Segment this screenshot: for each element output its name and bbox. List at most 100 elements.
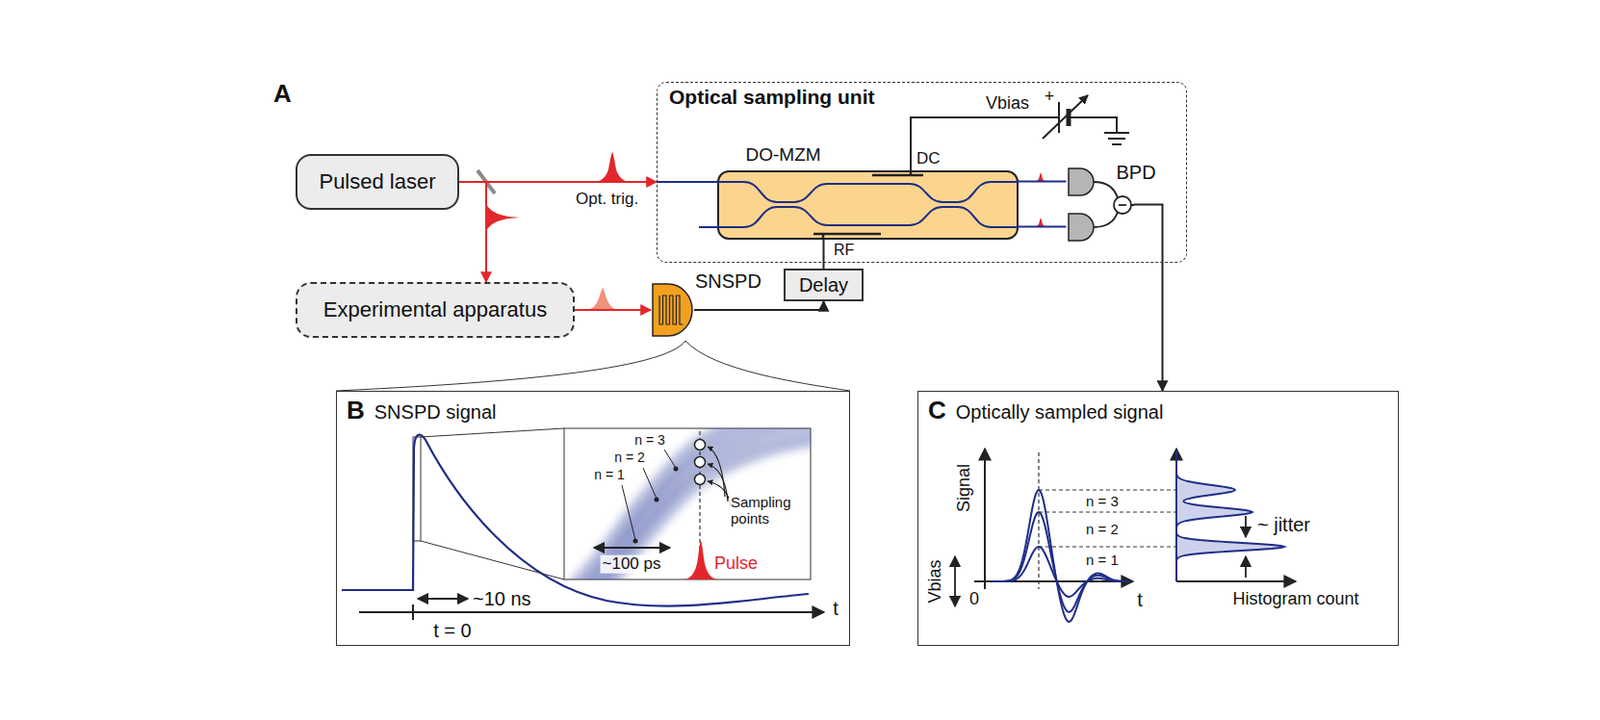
delay-box: Delay [783, 268, 864, 302]
rf-port-label: RF [833, 241, 854, 259]
optical-pulse [486, 204, 520, 232]
output-waveguide [1018, 226, 1067, 229]
sampled-signal-plot [983, 448, 986, 590]
photon-number-label: n = 3 [1085, 493, 1119, 511]
sampling-inset-marks [643, 467, 657, 499]
snspd-signal-plot [420, 541, 565, 580]
origin-label: 0 [969, 590, 980, 610]
optical-path [574, 309, 651, 311]
node-label: BPD [1116, 161, 1157, 184]
jitter-label: ~ jitter [1257, 514, 1311, 536]
apparatus-box: Experimental apparatus [295, 282, 575, 338]
bias-circuit [1070, 117, 1117, 133]
output-waveguide [1018, 180, 1067, 183]
sampled-waveform [991, 546, 1130, 597]
nanowire-meander [659, 295, 684, 325]
sampled-signal-plot [1038, 490, 1177, 491]
decay-time-label: ~10 ns [472, 588, 532, 610]
snspd-signal-plot [412, 437, 421, 542]
histogram-axis-label: Histogram count [1232, 590, 1359, 610]
bias-circuit [910, 117, 1059, 171]
dc-port-label: DC [916, 150, 941, 169]
snspd-signal-plot [412, 604, 414, 620]
bias-circuit [1104, 131, 1130, 134]
sampled-signal-plot [1037, 452, 1039, 590]
bias-axis-label: Vbias [926, 559, 946, 603]
trace-band [564, 437, 811, 580]
sampling-inset-marks [621, 485, 636, 541]
sampled-waveform [991, 512, 1130, 613]
waveguide [717, 181, 1019, 203]
zoom-funnel [335, 340, 686, 391]
photon-number-label: n = 1 [1085, 552, 1119, 569]
detector-wire [1093, 181, 1135, 228]
sampling-unit-box: Optical sampling unitDO-MZM BPD [656, 81, 1188, 263]
photon-number-label: n = 1 [592, 467, 627, 483]
photon-number-label: n = 3 [632, 433, 668, 448]
edge-label: Opt. trig. [575, 190, 639, 209]
bias-circuit [1058, 102, 1060, 133]
node-label: Experimental apparatus [323, 297, 547, 323]
zoom-funnel [685, 340, 851, 391]
node-label: SNSPD [695, 270, 762, 293]
photodiode [1068, 213, 1094, 241]
waveguide [717, 206, 1019, 228]
input-waveguide [656, 181, 719, 228]
sampled-signal-plot [1176, 580, 1296, 583]
node-label: Pulsed laser [318, 169, 436, 195]
sampled-signal-plot [1244, 556, 1247, 578]
time-scale-label: ~100 ps [600, 555, 664, 574]
bias-circuit [1108, 137, 1126, 140]
sampling-inset-marks [593, 546, 671, 549]
polarity-sign: + [1044, 87, 1056, 107]
laser-box: Pulsed laser [295, 154, 460, 210]
panel-letter: A [273, 79, 292, 108]
electrical-signal [694, 301, 825, 310]
snspd-detector: SNSPD [650, 282, 695, 338]
snspd-signal-plot [420, 428, 565, 438]
dc-electrode [872, 170, 924, 176]
panel-title: SNSPD signal [374, 401, 497, 424]
snspd-signal-plot [359, 611, 825, 614]
panel-title: Optically sampled signal [955, 401, 1164, 424]
input-waveguide [698, 226, 719, 229]
detector-shape [650, 282, 695, 338]
photon-number-label: n = 2 [612, 450, 647, 465]
modulator-box: DO-MZM [717, 170, 1019, 240]
snspd-signal-plot [417, 597, 468, 600]
balanced-photodetector: BPD [1066, 165, 1135, 245]
zoom-funnel [335, 340, 851, 391]
sampled-signal-plot [1038, 512, 1177, 514]
rf-line [823, 239, 826, 270]
time-axis-label: t [1136, 589, 1143, 611]
waveguide-drawing [719, 172, 1017, 238]
sampling-inset-marks [695, 439, 706, 451]
sampling-inset-marks [673, 466, 679, 472]
node-label: Optical sampling unit [669, 85, 876, 109]
bias-voltage-label: Vbias [985, 94, 1030, 114]
panel-letter: C [928, 395, 947, 426]
optical-path [459, 181, 487, 283]
sampling-inset-marks [664, 449, 676, 468]
sampling-inset-marks [707, 464, 728, 502]
sampling-inset-marks [695, 457, 706, 468]
input-waveguide [656, 180, 719, 183]
pulse-label: Pulse [714, 554, 758, 574]
panel-letter: B [346, 395, 365, 426]
minus-sign [1118, 204, 1127, 207]
time-axis-label: t [832, 597, 839, 620]
sampled-signal-plot [1038, 546, 1177, 548]
subtractor [1113, 196, 1132, 214]
sampling-inset-marks [707, 481, 731, 508]
sampled-signal-plot [1244, 516, 1247, 538]
detector-output [1134, 205, 1163, 392]
bias-circuit [1111, 143, 1122, 146]
trace-density [564, 428, 811, 580]
sampled-waveform [991, 490, 1130, 622]
optical-trigger-path [459, 180, 657, 183]
